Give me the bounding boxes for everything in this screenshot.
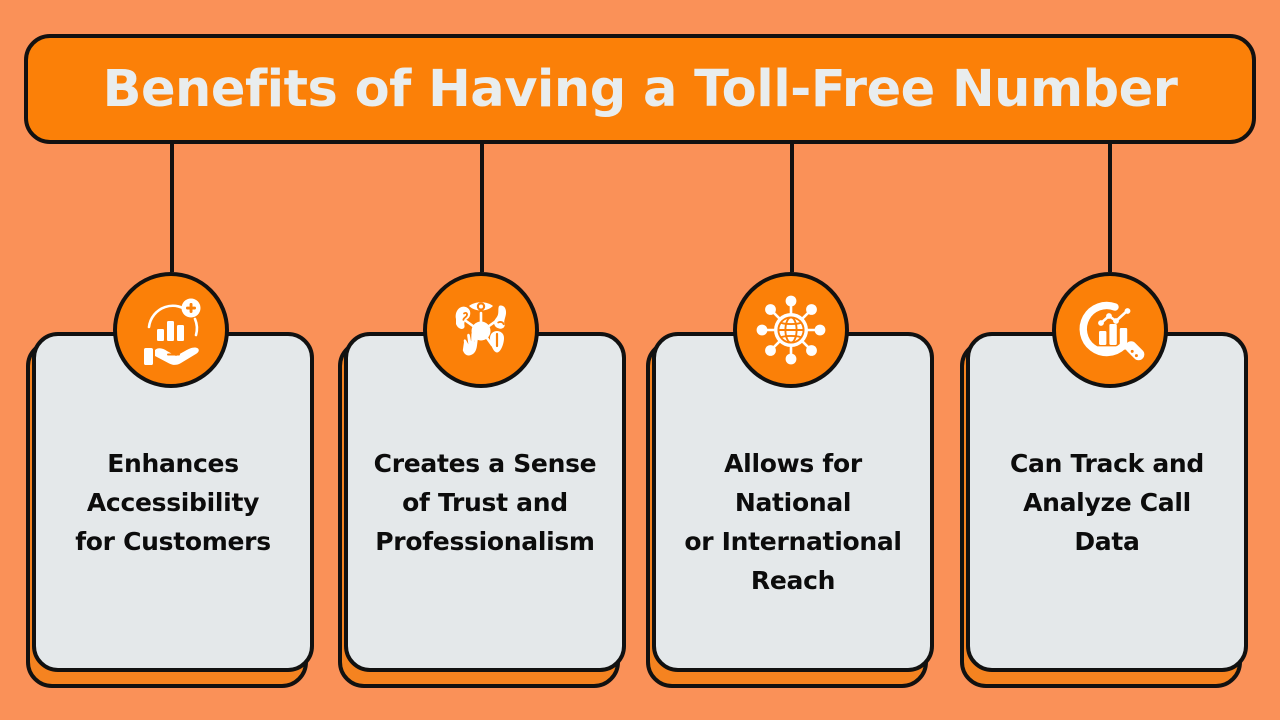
page-title-banner: Benefits of Having a Toll-Free Number [24, 34, 1256, 144]
card-face: Allows for National or International Rea… [652, 332, 934, 672]
connector-line-3 [790, 142, 794, 272]
card-face: Enhances Accessibility for Customers [32, 332, 314, 672]
connector-line-4 [1108, 142, 1112, 272]
card-face: Creates a Sense of Trust and Professiona… [344, 332, 626, 672]
five-senses-network-icon [442, 291, 520, 369]
benefit-label-accessibility: Enhances Accessibility for Customers [75, 449, 271, 556]
hand-holding-growth-chart-plus-icon [132, 291, 210, 369]
page-title: Benefits of Having a Toll-Free Number [102, 59, 1178, 119]
benefit-label-analytics: Can Track and Analyze Call Data [1009, 449, 1205, 556]
benefit-label-reach: Allows for National or International Rea… [684, 449, 902, 595]
global-network-globe-icon [752, 291, 830, 369]
icon-badge-accessibility [113, 272, 229, 388]
magnifier-bar-chart-icon [1071, 291, 1149, 369]
icon-badge-reach [733, 272, 849, 388]
benefit-label-trust: Creates a Sense of Trust and Professiona… [373, 449, 597, 556]
connector-line-1 [170, 142, 174, 272]
connector-line-2 [480, 142, 484, 272]
icon-badge-analytics [1052, 272, 1168, 388]
icon-badge-trust [423, 272, 539, 388]
card-face: Can Track and Analyze Call Data [966, 332, 1248, 672]
